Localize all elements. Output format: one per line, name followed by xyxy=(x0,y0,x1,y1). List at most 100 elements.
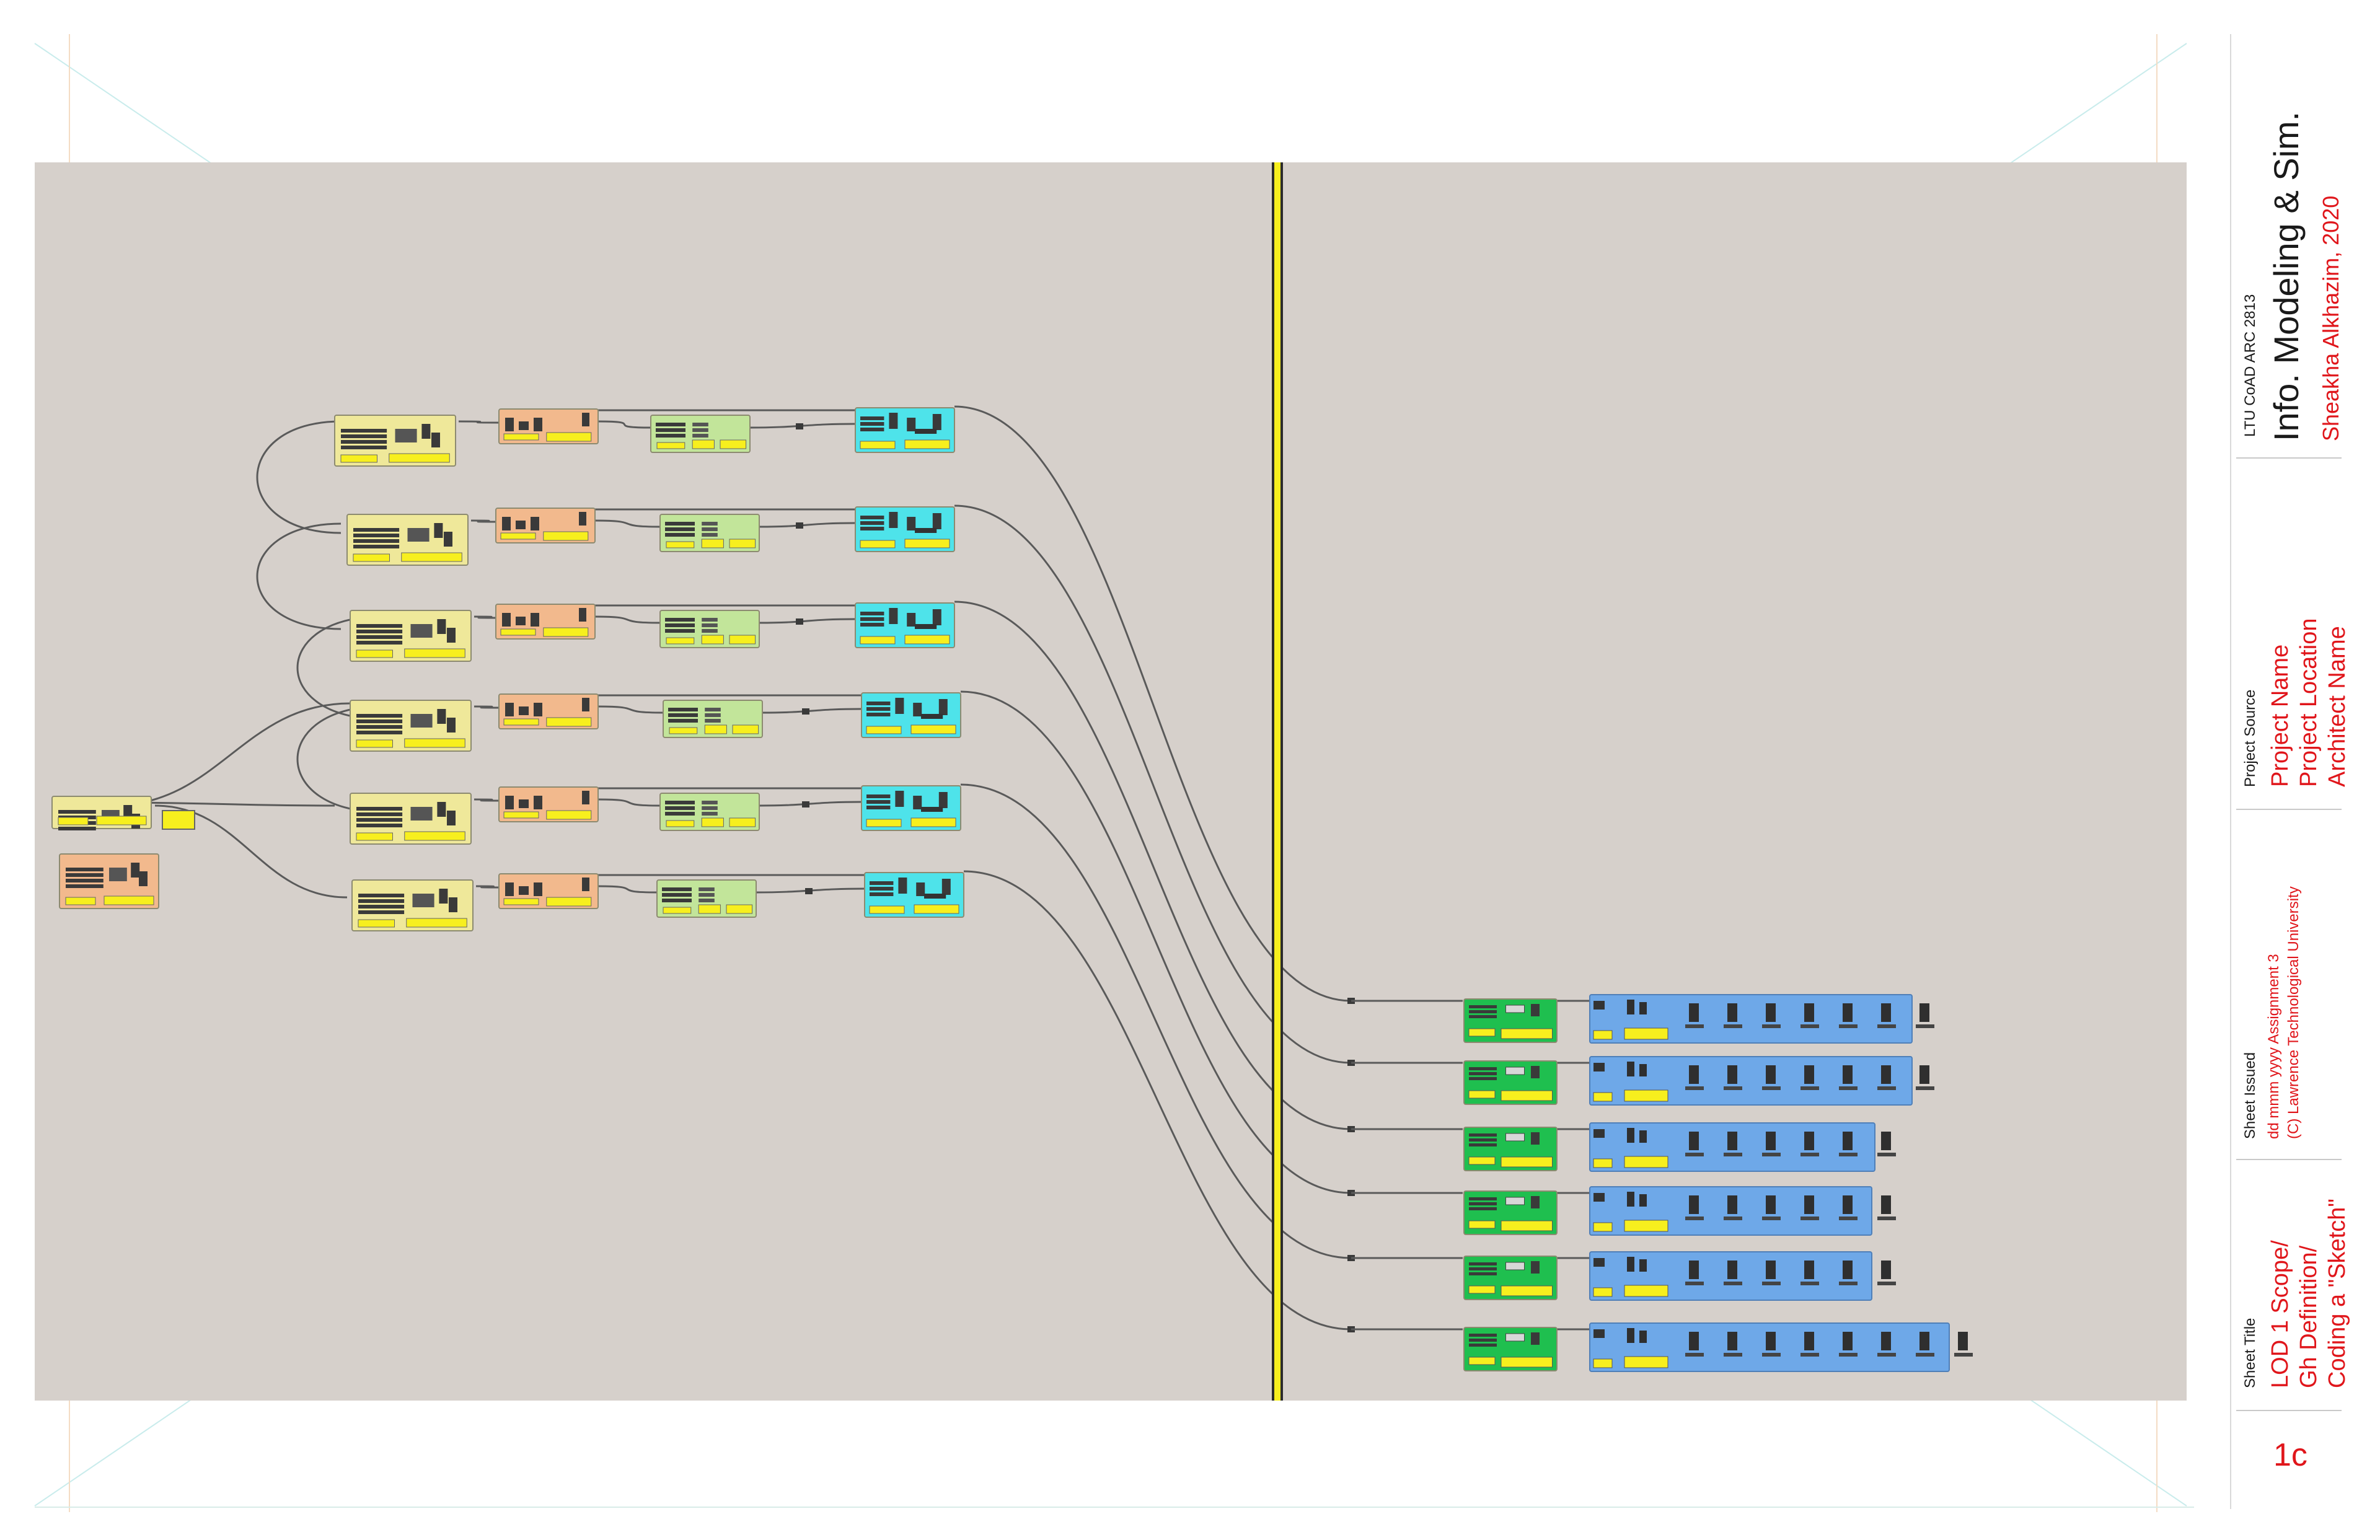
component-block xyxy=(938,792,948,808)
slider xyxy=(702,618,718,622)
component-group xyxy=(495,604,596,640)
component-block xyxy=(582,878,589,891)
component-block xyxy=(1843,1065,1853,1084)
component-block xyxy=(1505,1197,1525,1205)
component-block xyxy=(898,878,907,894)
param-component xyxy=(356,807,403,811)
component-block xyxy=(1843,1195,1853,1214)
panel xyxy=(904,635,950,645)
component-block xyxy=(1916,1086,1934,1090)
component-group xyxy=(498,786,599,822)
component-block xyxy=(1639,1331,1647,1343)
panel xyxy=(1593,1222,1613,1232)
param-component xyxy=(66,868,104,871)
param-component xyxy=(341,440,387,444)
project-source-label: Project Source xyxy=(2242,689,2259,787)
component-block xyxy=(913,796,922,809)
param-component xyxy=(341,429,387,433)
param-component xyxy=(358,910,405,914)
component-block xyxy=(1685,1086,1704,1090)
course-title: Info. Modeling & Sim. xyxy=(2267,111,2306,441)
component-block xyxy=(1804,1132,1814,1150)
component-block xyxy=(1804,1332,1814,1350)
component-block xyxy=(866,806,891,809)
component-block xyxy=(439,889,448,904)
component-block xyxy=(1469,1077,1497,1080)
component-block xyxy=(109,868,127,881)
component-block xyxy=(447,811,456,825)
panel xyxy=(1468,1357,1496,1365)
component-block xyxy=(1724,1353,1742,1357)
panel xyxy=(104,895,154,905)
component-group xyxy=(659,514,760,552)
wire xyxy=(597,885,658,894)
component-block xyxy=(1689,1065,1699,1084)
panel xyxy=(1501,1285,1553,1296)
component-block xyxy=(932,414,941,430)
component-block xyxy=(1766,1065,1776,1084)
component-block xyxy=(860,428,884,431)
component-block xyxy=(131,863,140,878)
component-group xyxy=(663,700,763,738)
component-group xyxy=(495,508,596,543)
panel xyxy=(860,636,896,645)
component-block xyxy=(1727,1003,1737,1022)
slider xyxy=(665,801,695,804)
panel xyxy=(666,541,695,548)
component-block xyxy=(1469,1197,1497,1200)
component-block xyxy=(1916,1024,1934,1028)
panel xyxy=(1624,1089,1668,1102)
panel xyxy=(406,918,467,928)
slider xyxy=(665,812,695,816)
component-block xyxy=(1689,1003,1699,1022)
param-component xyxy=(356,824,403,827)
component-block xyxy=(1593,1193,1605,1202)
component-block xyxy=(1627,1192,1634,1207)
panel xyxy=(729,635,756,645)
title-block-border xyxy=(2230,34,2231,1509)
panel xyxy=(729,817,756,827)
component-group xyxy=(1463,1256,1558,1300)
wire xyxy=(296,615,382,720)
panel xyxy=(701,635,724,645)
slider xyxy=(702,527,718,531)
component-block xyxy=(519,706,529,715)
component-block xyxy=(1689,1195,1699,1214)
component-block xyxy=(449,897,457,912)
component-block xyxy=(412,894,434,907)
component-block xyxy=(1800,1153,1819,1156)
panel xyxy=(1468,1028,1496,1037)
project-name: Project Name xyxy=(2267,644,2293,787)
component-block xyxy=(907,517,916,530)
wire xyxy=(256,420,342,534)
component-block xyxy=(1593,1001,1605,1010)
component-block xyxy=(895,791,904,807)
panel xyxy=(704,724,727,734)
copyright-line: (C) Lawrence Technological University xyxy=(2285,886,2302,1139)
component-block xyxy=(1766,1195,1776,1214)
sheet-title-line-2: Gh Definition/ xyxy=(2296,1245,2322,1388)
component-block xyxy=(1469,1339,1497,1342)
component-block xyxy=(1689,1132,1699,1150)
panel xyxy=(353,553,390,562)
course-label: LTU CoAD ARC 2813 xyxy=(2242,294,2259,437)
panel xyxy=(910,817,956,827)
param-component xyxy=(353,534,400,537)
component-block xyxy=(139,871,148,886)
component-block xyxy=(1469,1015,1497,1018)
component-group xyxy=(498,693,599,729)
panel xyxy=(1593,1092,1613,1102)
component-block xyxy=(860,516,884,519)
component-block xyxy=(1800,1086,1819,1090)
component-block xyxy=(915,528,937,533)
component-block xyxy=(866,800,891,804)
param-component xyxy=(356,818,403,822)
slider xyxy=(699,887,715,891)
component-block xyxy=(1627,1000,1634,1014)
panel xyxy=(404,831,465,841)
component-block xyxy=(1469,1138,1497,1142)
component-group xyxy=(1589,1056,1934,1106)
component-block xyxy=(895,698,904,714)
slider xyxy=(662,887,692,891)
component-block xyxy=(505,418,514,431)
